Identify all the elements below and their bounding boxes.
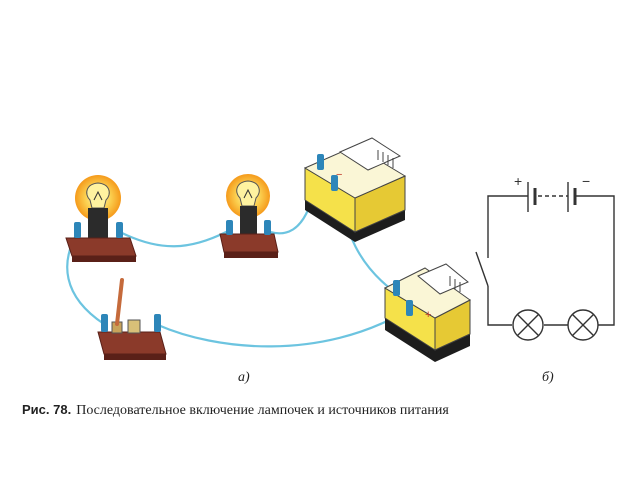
lamp-1-terminal-left [74,222,81,238]
lamp-2 [219,174,279,258]
schematic-lamp-2-cross [571,313,595,337]
lamp-1-filament [93,190,103,201]
battery-1-raised-block [338,137,402,171]
lamp-2-base-side [224,252,278,258]
battery-2-base [385,318,470,362]
lamp-2-filament [243,188,253,199]
panel-label-a: а) [238,370,250,385]
schematic-lamp-2 [567,309,599,341]
switch [97,278,167,360]
lamp-1-base [65,237,137,257]
schematic-wire-bottom [487,286,512,326]
switch-terminal-left [101,314,108,332]
lamp-2-terminal-left [226,220,233,235]
lamp-1 [65,175,137,262]
battery-1-terminal-right [331,175,338,191]
battery-2-terminal-right [406,300,413,316]
figure-caption-text: Последовательное включение лампочек и ис… [76,403,449,418]
schematic-minus-sign: − [582,173,590,189]
battery-1-terminal-left [317,154,324,170]
battery-2-ribs [449,276,461,292]
schematic-lamp-1 [512,309,544,341]
switch-base-side [104,354,166,360]
figure-number: Рис. 78. [22,402,72,417]
schematic-lamp-1-cross [516,313,540,337]
lamp-2-base [219,233,279,253]
figure-caption: Рис. 78. Последовательное включение лампо… [22,402,449,419]
battery-1-top [303,145,407,199]
lamp-1-base-side [72,256,136,262]
schematic-plus-sign: + [514,173,522,189]
switch-contact [127,319,141,334]
battery-2: + [383,263,471,362]
battery-1: − [303,137,407,242]
lamp-1-socket [88,208,108,238]
battery-1-base [305,200,405,242]
schematic-wire-top-right [575,195,615,326]
lamp-1-bulb [86,182,110,209]
switch-lever [115,278,124,326]
lamp-2-terminal-right [264,220,271,235]
battery-1-minus-mark: − [336,169,342,181]
lamp-2-bulb [236,180,260,207]
battery-2-terminal-left [393,280,400,296]
battery-1-ribs [377,150,394,168]
wire-switch-battery2 [156,308,410,348]
battery-2-plus-mark: + [425,309,431,321]
lamp-2-socket [240,206,257,234]
panel-label-b: б) [542,370,554,385]
battery-2-top [383,267,471,319]
schematic-switch-blade [475,251,489,287]
switch-base [97,331,167,355]
schematic-diagram [475,182,615,341]
lamp-1-terminal-right [116,222,123,238]
schematic-wire-top-left [487,195,528,258]
switch-terminal-right [154,314,161,332]
wire-lamp1-lamp2 [118,230,228,248]
